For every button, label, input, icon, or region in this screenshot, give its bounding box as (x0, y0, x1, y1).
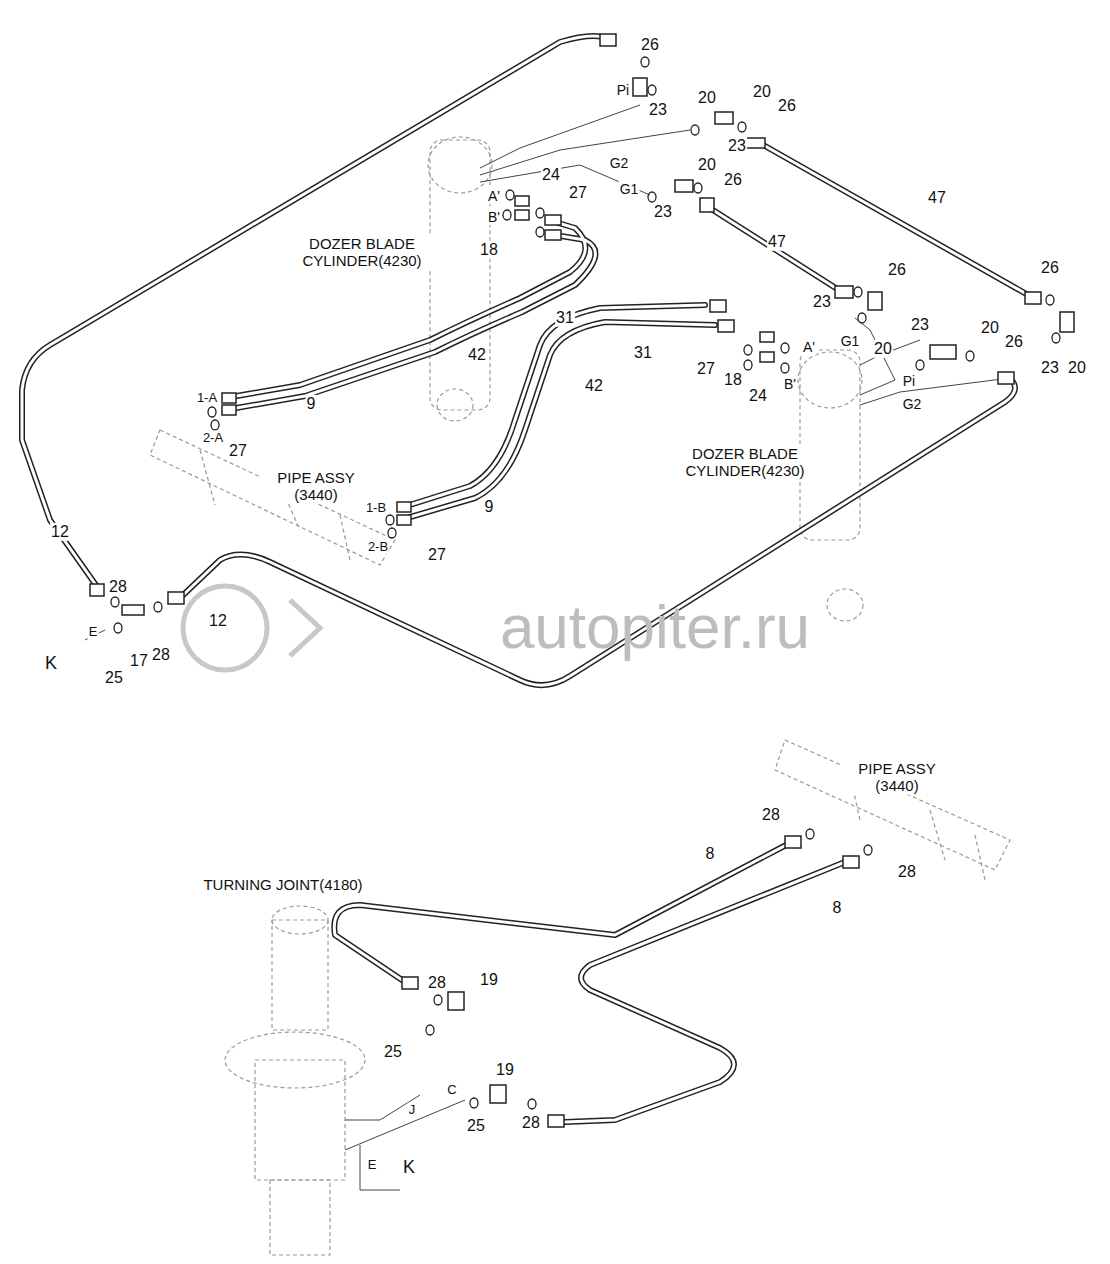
callout-number: 28 (108, 578, 128, 596)
port-label: B' (783, 376, 797, 392)
callout-number: 28 (427, 974, 447, 992)
port-label: E (367, 1158, 378, 1173)
ghost-components (150, 137, 1010, 1255)
callout-number: 24 (748, 387, 768, 405)
callout-number: 17 (129, 652, 149, 670)
callout-number: 12 (208, 612, 228, 630)
part-name: TURNING JOINT(4180) (202, 876, 363, 893)
callout-number: 28 (897, 863, 917, 881)
callout-number: 9 (484, 498, 495, 516)
callout-number: 27 (696, 360, 716, 378)
port-label: 2-B (367, 540, 389, 555)
callout-number: 18 (479, 241, 499, 259)
callout-number: 26 (1004, 333, 1024, 351)
callout-number: 26 (640, 36, 660, 54)
watermark: autopiter.ru (499, 591, 811, 662)
port-label: Pi (616, 82, 630, 98)
callout-number: 31 (555, 309, 575, 327)
port-label: Pi (902, 373, 916, 389)
port-label: K (402, 1157, 416, 1178)
port-label: C (446, 1083, 457, 1098)
callout-number: 28 (761, 806, 781, 824)
o-rings (111, 57, 1060, 1109)
port-label: G2 (902, 396, 923, 412)
callout-number: 20 (1067, 359, 1087, 377)
callout-number: 47 (767, 233, 787, 251)
callout-number: 42 (467, 346, 487, 364)
port-label: A' (802, 339, 816, 355)
port-label: G1 (619, 181, 640, 197)
callout-number: 27 (568, 184, 588, 202)
callout-number: 24 (541, 166, 561, 184)
callout-number: 23 (727, 137, 747, 155)
part-name: DOZER BLADE CYLINDER(4230) (674, 445, 816, 480)
callout-number: 25 (383, 1043, 403, 1061)
callout-number: 12 (50, 523, 70, 541)
port-label: G2 (609, 155, 630, 171)
fittings (90, 34, 1074, 1127)
port-label: A' (487, 188, 501, 204)
callout-number: 42 (584, 377, 604, 395)
callout-number: 18 (723, 371, 743, 389)
callout-number: 47 (927, 189, 947, 207)
callout-number: 20 (697, 89, 717, 107)
callout-number: 8 (832, 899, 843, 917)
port-label: J (408, 1103, 417, 1118)
callout-number: 23 (653, 203, 673, 221)
port-label: E (88, 625, 99, 640)
callout-number: 19 (479, 971, 499, 989)
hoses (22, 36, 1030, 1122)
callout-number: 26 (723, 171, 743, 189)
port-label: K (44, 653, 58, 674)
callout-number: 20 (752, 83, 772, 101)
callout-number: 9 (306, 395, 317, 413)
part-name: DOZER BLADE CYLINDER(4230) (291, 235, 433, 270)
callout-number: 28 (151, 646, 171, 664)
callout-number: 25 (104, 669, 124, 687)
callout-number: 23 (910, 316, 930, 334)
callout-number: 23 (812, 293, 832, 311)
callout-number: 27 (427, 546, 447, 564)
callout-number: 27 (228, 442, 248, 460)
callout-number: 20 (873, 340, 893, 358)
port-label: G1 (840, 333, 861, 349)
callout-number: 19 (495, 1061, 515, 1079)
callout-number: 28 (521, 1114, 541, 1132)
callout-number: 26 (777, 97, 797, 115)
callout-number: 23 (1040, 359, 1060, 377)
port-brackets (85, 105, 1010, 1190)
port-label: 1-B (365, 501, 387, 516)
callout-number: 20 (697, 156, 717, 174)
callout-number: 25 (466, 1117, 486, 1135)
port-label: B' (487, 209, 501, 225)
watermark-logo (183, 586, 320, 670)
part-name: PIPE ASSY (3440) (260, 469, 372, 504)
callout-number: 26 (887, 261, 907, 279)
port-label: 1-A (196, 391, 218, 406)
callout-number: 23 (648, 101, 668, 119)
part-name: PIPE ASSY (3440) (841, 760, 953, 795)
callout-number: 20 (980, 319, 1000, 337)
port-label: 2-A (202, 431, 224, 446)
callout-number: 26 (1040, 259, 1060, 277)
callout-number: 31 (633, 344, 653, 362)
callout-number: 8 (705, 845, 716, 863)
